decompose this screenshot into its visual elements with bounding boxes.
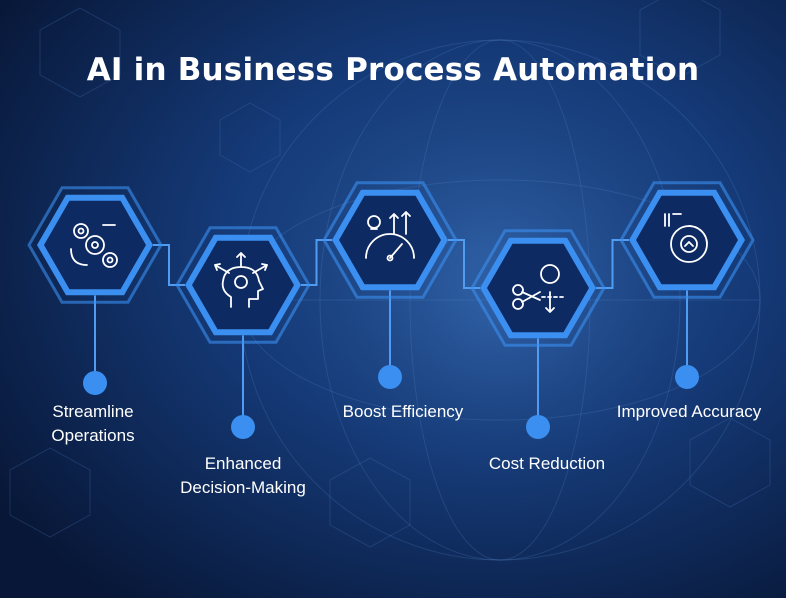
hex-inner	[44, 200, 146, 290]
head-decision-icon	[214, 252, 268, 308]
step-label-4: Cost Reduction	[457, 452, 637, 476]
page-title: AI in Business Process Automation	[86, 52, 700, 88]
step-label-line: Boost Efficiency	[342, 402, 464, 421]
step-label-line: Cost Reduction	[488, 454, 606, 473]
step-node-5	[619, 181, 755, 389]
step-label-5: Improved Accuracy	[599, 400, 779, 424]
hex-outer-ring	[175, 226, 311, 344]
step-node-2	[175, 226, 311, 439]
bg-hex-grid	[9, 0, 771, 548]
step-node-1	[27, 186, 163, 395]
hex-inner	[487, 243, 589, 333]
step-node-3	[322, 181, 458, 389]
step-label-line: Improved Accuracy	[616, 402, 762, 421]
step-dot	[231, 415, 255, 439]
gears-automation-icon	[70, 223, 118, 268]
step-dot	[526, 415, 550, 439]
step-node-4	[470, 229, 606, 439]
step-label-line: Operations	[51, 426, 135, 445]
step-dot	[83, 371, 107, 395]
hex-inner	[192, 240, 294, 330]
efficiency-gauge-icon	[365, 211, 415, 262]
step-label-line: Enhanced	[204, 454, 282, 473]
step-nodes	[27, 181, 755, 439]
step-label-line: Decision-Making	[180, 478, 306, 497]
hex-inner	[339, 195, 441, 285]
hex-inner	[636, 195, 738, 285]
hex-outer-ring	[619, 181, 755, 299]
bg-globe-lines	[239, 39, 761, 561]
step-label-3: Boost Efficiency	[313, 400, 493, 424]
accuracy-target-icon	[664, 213, 708, 263]
cost-cut-icon	[512, 264, 567, 313]
step-label-line: Streamline	[52, 402, 134, 421]
hex-outer-ring	[322, 181, 458, 299]
hex-outer-ring	[470, 229, 606, 347]
step-dot	[675, 365, 699, 389]
hex-outer-ring	[27, 186, 163, 304]
step-dot	[378, 365, 402, 389]
